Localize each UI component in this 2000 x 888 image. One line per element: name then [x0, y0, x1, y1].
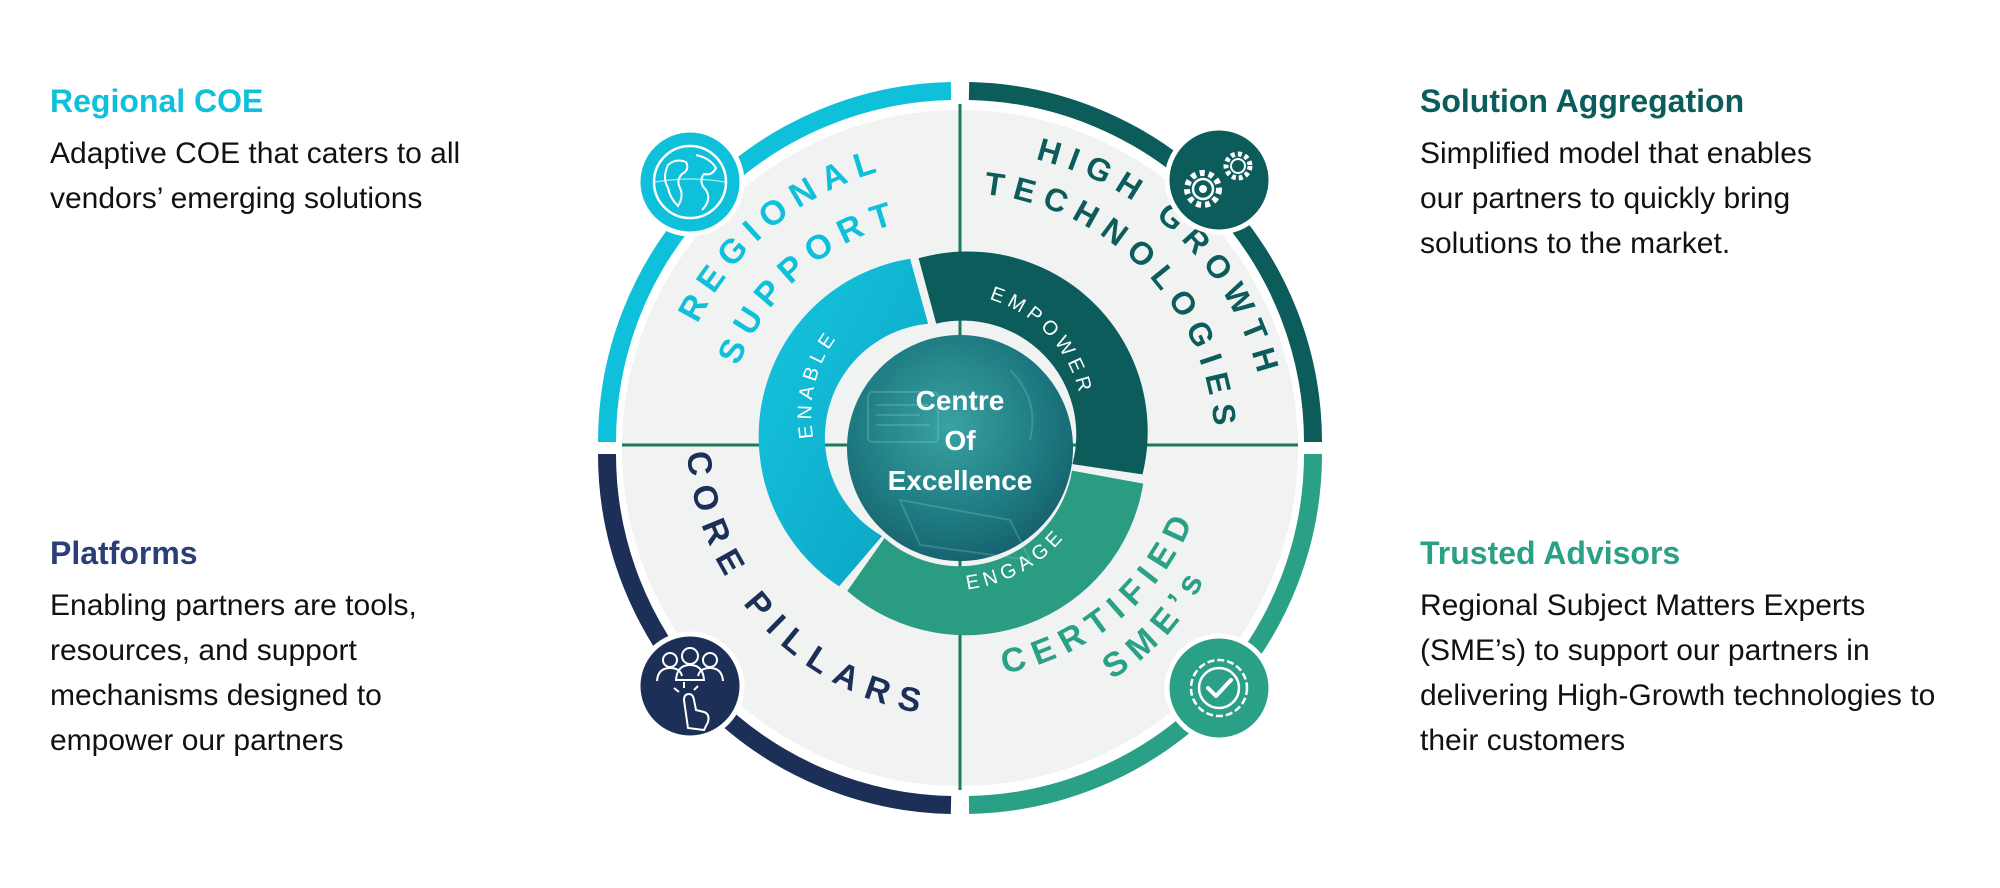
platforms-heading: Platforms — [50, 535, 198, 571]
engage-sector — [847, 470, 1144, 636]
trusted-advisors-heading: Trusted Advisors — [1420, 535, 1681, 571]
trusted-advisors-description: Regional Subject Matters Experts (SME’s)… — [1420, 583, 1980, 763]
solution-aggregation-heading: Solution Aggregation — [1420, 83, 1745, 119]
platforms-line: empower our partners — [50, 724, 344, 758]
trusted-advisors-block: Trusted Advisors Regional Subject Matter… — [1420, 535, 1980, 763]
trusted-advisors-line: (SME’s) to support our partners in — [1420, 634, 1870, 668]
regional-coe-line: Adaptive COE that caters to all — [50, 137, 461, 171]
globe-icon — [635, 127, 745, 237]
center-photo-screen — [867, 391, 939, 443]
platforms-line: Enabling partners are tools, — [50, 589, 417, 623]
badge-check-icon — [1164, 633, 1274, 743]
platforms-line: resources, and support — [50, 634, 357, 668]
platforms-block: Platforms Enabling partners are tools, r… — [50, 535, 520, 763]
center-title-line: Excellence — [888, 465, 1033, 496]
trusted-advisors-line: Regional Subject Matters Experts — [1420, 589, 1866, 623]
center-photo-laptop — [898, 498, 1032, 562]
center-photo-arm — [1009, 369, 1034, 441]
team-click-icon — [635, 631, 745, 741]
solution-aggregation-line: solutions to the market. — [1420, 227, 1731, 261]
center-title-line: Centre — [916, 385, 1005, 416]
enable-sector — [758, 258, 929, 587]
platforms-line: mechanisms designed to — [50, 679, 382, 713]
regional-coe-heading: Regional COE — [50, 83, 264, 119]
solution-aggregation-line: Simplified model that enables — [1420, 137, 1812, 171]
regional-coe-line: vendors’ emerging solutions — [50, 182, 423, 216]
solution-aggregation-block: Solution Aggregation Simplified model th… — [1420, 83, 1900, 266]
center-circle — [847, 335, 1073, 561]
trusted-advisors-line: their customers — [1420, 724, 1626, 758]
regional-coe-block: Regional COE Adaptive COE that caters to… — [50, 83, 520, 221]
center-title-line: Of — [944, 425, 976, 456]
empower-sector — [918, 251, 1148, 475]
platforms-description: Enabling partners are tools, resources, … — [50, 583, 520, 763]
gears-icon — [1164, 125, 1274, 235]
regional-coe-description: Adaptive COE that caters to all vendors’… — [50, 131, 520, 221]
trusted-advisors-line: delivering High-Growth technologies to — [1420, 679, 1936, 713]
solution-aggregation-line: our partners to quickly bring — [1420, 182, 1791, 216]
solution-aggregation-description: Simplified model that enables our partne… — [1420, 131, 1900, 266]
